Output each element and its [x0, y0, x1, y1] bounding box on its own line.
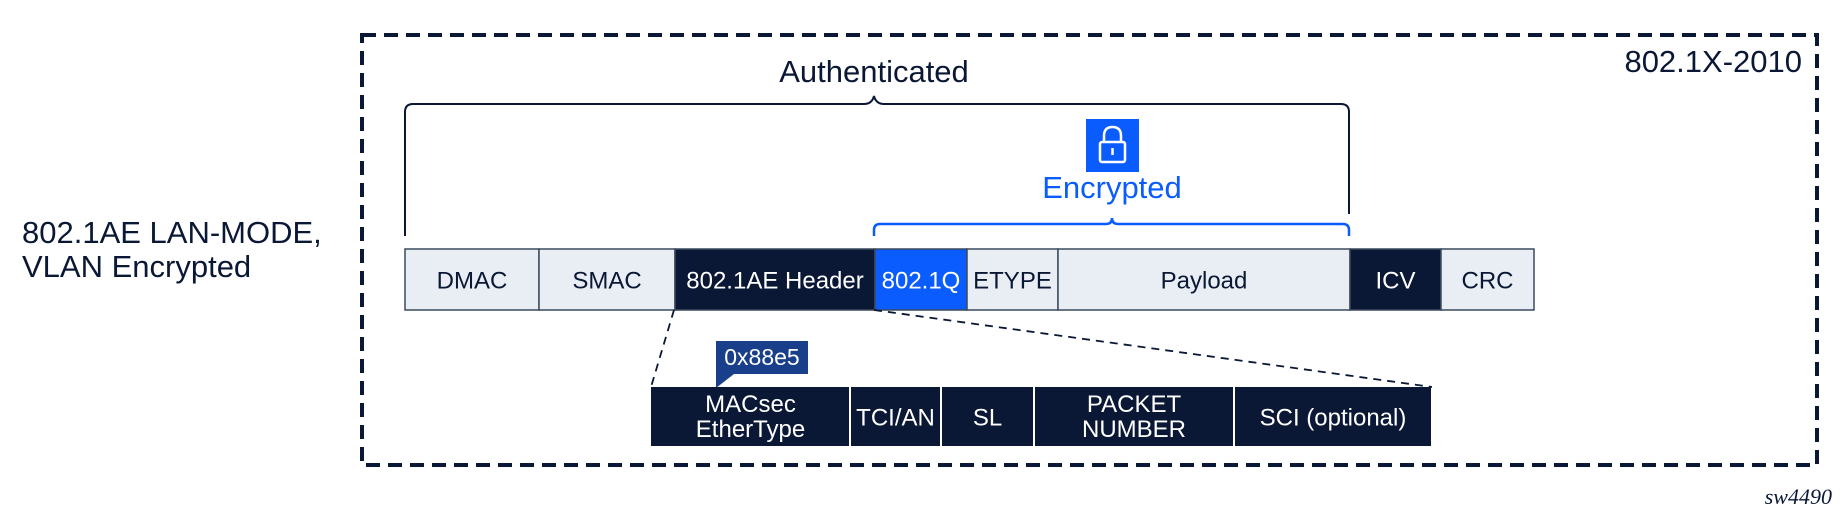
authenticated-brace	[404, 95, 1350, 236]
header-field-label: MACsec	[705, 391, 796, 418]
header-field-label: PACKET	[1087, 391, 1182, 418]
header-field-cell	[942, 387, 1033, 446]
header-field-label: TCI/AN	[856, 405, 935, 432]
frame-field-label: ETYPE	[973, 268, 1052, 295]
frame-field-label: 802.1Q	[882, 268, 961, 295]
standard-boundary	[360, 33, 1819, 467]
ethertype-tag: 0x88e5	[716, 341, 808, 388]
mode-label-line2: VLAN Encrypted	[22, 249, 251, 284]
header-field-label: SCI (optional)	[1260, 405, 1407, 432]
figure-id: sw4490	[1765, 484, 1832, 509]
header-field-cell	[651, 387, 849, 446]
frame-field-cell	[1349, 248, 1442, 311]
frame-fields: DMAC SMAC 802.1AE Header 802.1Q ETYPE Payload…	[404, 248, 1535, 311]
frame-field-label: Payload	[1161, 268, 1248, 295]
authenticated-label: Authenticated	[779, 54, 969, 89]
frame-field-label: 802.1AE Header	[686, 268, 863, 295]
frame-field-cell	[1440, 248, 1535, 311]
frame-field-cell	[404, 248, 540, 311]
frame-field-cell	[966, 248, 1059, 311]
header-field-label: SL	[973, 405, 1002, 432]
frame-field-label: DMAC	[437, 268, 508, 295]
frame-field-cell	[874, 248, 968, 311]
zoom-line-right	[873, 309, 1433, 388]
header-field-cell	[851, 387, 940, 446]
frame-field-label: ICV	[1375, 268, 1415, 295]
lock-icon	[1086, 119, 1139, 172]
zoom-line-left	[650, 309, 675, 388]
frame-field-label: CRC	[1462, 268, 1514, 295]
mode-label-line1: 802.1AE LAN-MODE,	[22, 215, 322, 250]
encrypted-label: Encrypted	[1042, 170, 1182, 205]
frame-field-cell	[1057, 248, 1351, 311]
header-field-cell	[1235, 387, 1431, 446]
standard-label: 802.1X-2010	[1624, 44, 1802, 79]
header-field-label: EtherType	[696, 416, 805, 443]
header-field-cell	[1035, 387, 1233, 446]
ethertype-tag-text: 0x88e5	[724, 344, 799, 370]
frame-field-label: SMAC	[572, 268, 641, 295]
header-field-label: NUMBER	[1082, 416, 1186, 443]
encrypted-brace	[872, 217, 1351, 236]
